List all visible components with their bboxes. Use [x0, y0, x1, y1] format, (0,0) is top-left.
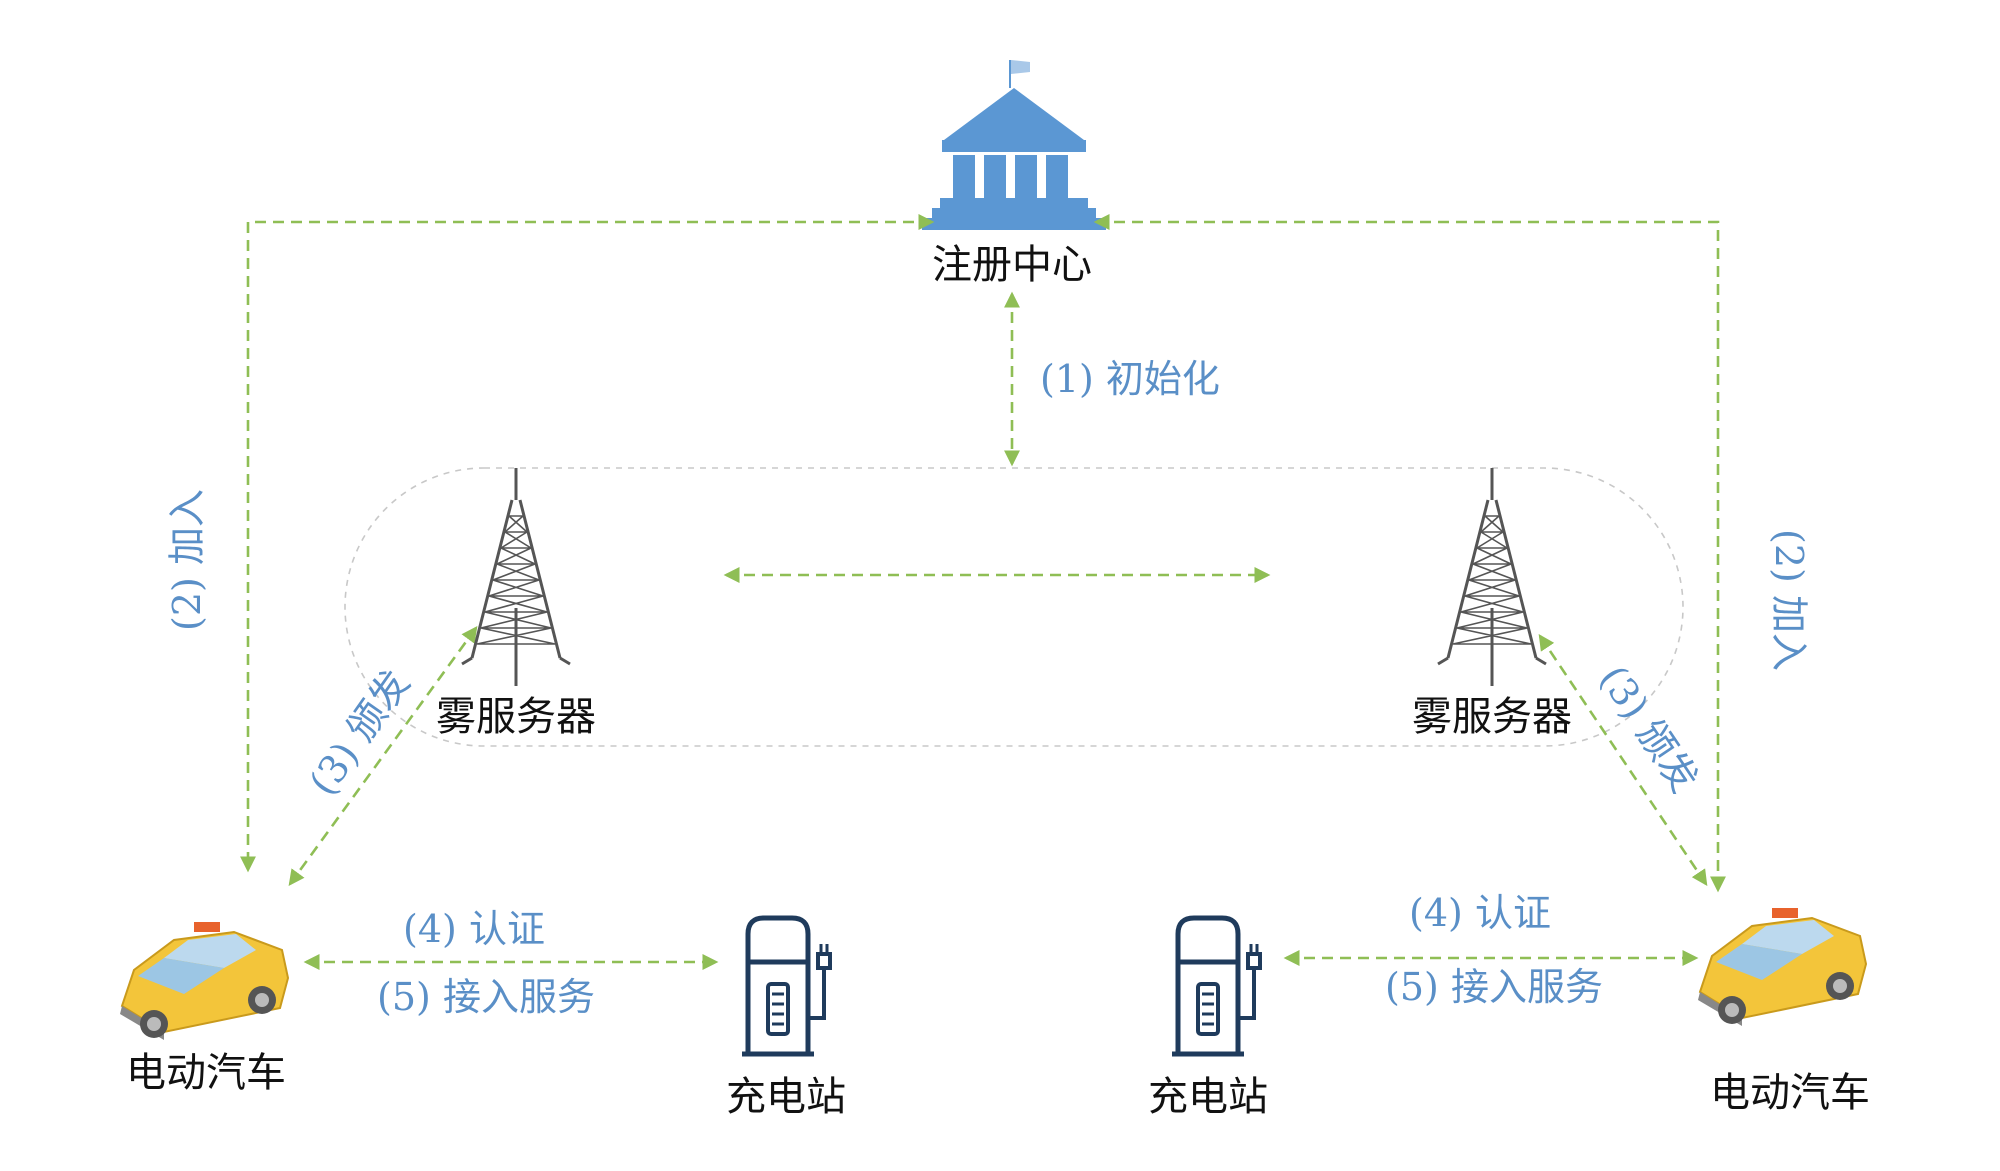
issue-right-arrow — [1538, 634, 1708, 886]
ev-charger-icon — [742, 915, 832, 1057]
taxi-car-icon — [120, 922, 290, 1040]
ev-right-label: 电动汽车 — [1710, 1070, 1870, 1116]
join-left-arrow — [240, 214, 935, 873]
charging-station-left-label: 充电站 — [726, 1074, 846, 1120]
registration-center-label: 注册中心 — [932, 242, 1092, 288]
step-auth-right-label: (4) 认证 — [1409, 891, 1551, 935]
step-init-label: (1) 初始化 — [1040, 357, 1220, 401]
building-icon — [922, 60, 1106, 230]
fog-server-left-label: 雾服务器 — [436, 694, 596, 740]
step-issue-right-label: (3) 颁发 — [1591, 658, 1707, 800]
step-access-left-label: (5) 接入服务 — [377, 975, 595, 1019]
step-join-left-label: (2) 加入 — [165, 489, 209, 631]
charging-station-right-label: 充电站 — [1148, 1074, 1268, 1120]
radio-tower-icon — [1437, 468, 1547, 686]
step-join-right-label: (2) 加入 — [1767, 529, 1811, 671]
ev-left-label: 电动汽车 — [126, 1050, 286, 1096]
ev-charger-icon — [1172, 915, 1262, 1057]
join-right-arrow — [1093, 214, 1726, 893]
step-access-right-label: (5) 接入服务 — [1385, 965, 1603, 1009]
taxi-car-icon — [1698, 908, 1868, 1026]
step-auth-left-label: (4) 认证 — [403, 907, 545, 951]
fog-server-right-label: 雾服务器 — [1412, 694, 1572, 740]
radio-tower-icon — [461, 468, 571, 686]
